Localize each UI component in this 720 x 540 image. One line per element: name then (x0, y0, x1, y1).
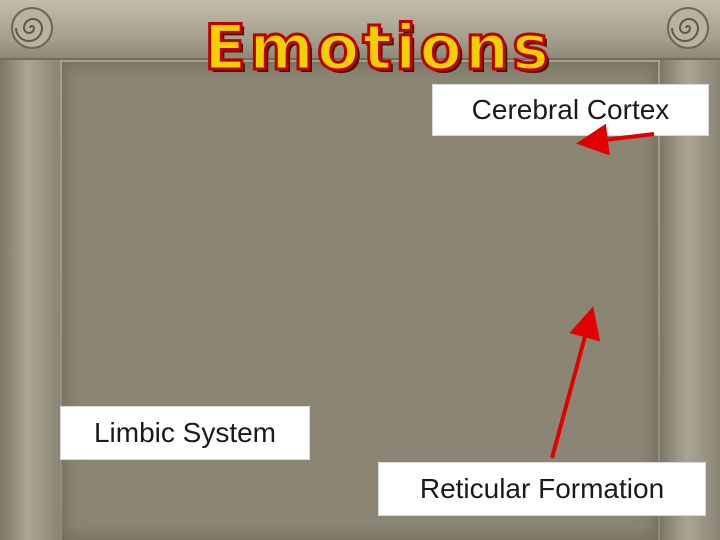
slide-title: Emotions (202, 11, 553, 84)
right-pillar (660, 0, 720, 540)
reticular-formation-text: Reticular Formation (419, 473, 665, 504)
limbic-system-text: Limbic System (93, 417, 277, 448)
cerebral-cortex-text: Cerebral Cortex (471, 94, 670, 125)
reticular-formation-label: Reticular Formation (378, 462, 706, 516)
limbic-system-label: Limbic System (60, 406, 310, 460)
spiral-scroll-icon (11, 7, 53, 49)
left-pillar (0, 0, 60, 540)
cerebral-cortex-label: Cerebral Cortex (432, 84, 709, 136)
pillar-capital (0, 0, 720, 60)
spiral-scroll-icon (667, 7, 709, 49)
content-panel (62, 62, 658, 540)
